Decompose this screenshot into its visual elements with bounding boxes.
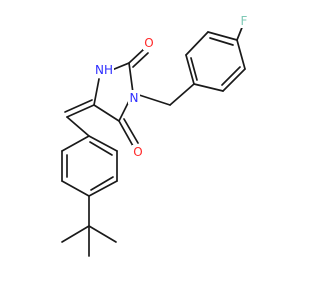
bond-ch-ar1 xyxy=(66,116,90,137)
bond-c2-o1-b xyxy=(132,52,149,68)
bond-upper-5 xyxy=(185,31,209,56)
nh-atom: NH xyxy=(92,62,114,77)
bond-ar6-ar1 xyxy=(61,135,90,152)
o2-atom: O xyxy=(132,145,144,159)
bond-c4-c5 xyxy=(93,104,120,122)
bond-c5-ch-a xyxy=(66,104,95,118)
bonds xyxy=(61,24,246,257)
f-atom: F xyxy=(238,14,250,28)
bond-c5-ch-b xyxy=(64,99,93,113)
bond-c4-o2-b xyxy=(123,118,139,144)
f-label: F xyxy=(241,14,248,28)
bond-c2-o1-a xyxy=(128,48,145,64)
bond-c5-nh xyxy=(93,78,100,106)
bond-upper-2 xyxy=(222,68,246,92)
bond-upper-3 xyxy=(236,39,246,70)
nh-label: NH xyxy=(95,63,113,77)
o1-label: O xyxy=(144,36,153,50)
atom-labels: NH N O O F xyxy=(92,14,250,159)
o2-label: O xyxy=(133,145,142,159)
n-label: N xyxy=(130,91,139,105)
bond-upper-4 xyxy=(207,31,238,41)
bond-c4-o2-a xyxy=(118,120,134,147)
bond-upper-inner-3 xyxy=(190,57,198,81)
bond-tbu-me1 xyxy=(61,225,90,243)
bond-lower-inner-2 xyxy=(90,176,114,191)
structure-diagram: NH N O O F xyxy=(61,14,250,257)
bond-tbu-me2 xyxy=(88,225,117,243)
o1-atom: O xyxy=(143,36,155,50)
bond-ch2-ar xyxy=(169,83,195,106)
bond-ar1-ar2 xyxy=(88,135,118,152)
bond-upper-inner-2 xyxy=(209,37,234,46)
molecule-canvas: NH N O O F xyxy=(61,14,250,257)
bond-upper-inner-1 xyxy=(221,66,241,86)
bond-lower-inner-1 xyxy=(89,141,113,156)
bond-c2-n3 xyxy=(128,62,134,94)
bond-upper-1 xyxy=(193,83,224,92)
bond-upper-6 xyxy=(185,54,195,85)
bond-ar3-ar4 xyxy=(88,180,118,197)
bond-ar4-ar5 xyxy=(61,180,90,197)
n-atom: N xyxy=(128,90,140,105)
